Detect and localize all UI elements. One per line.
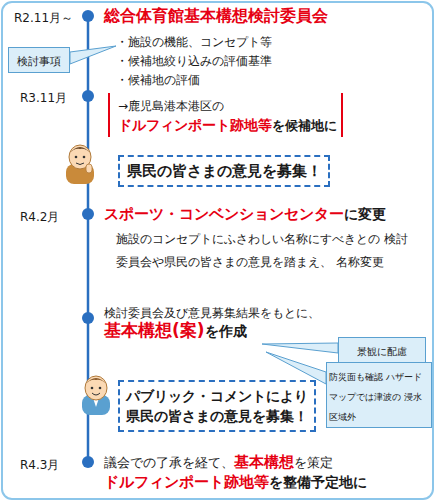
timeline-text: ・候補地絞り込みの評価基準 xyxy=(116,54,272,68)
label-line: スポーツ・コンベンションセンターに変更 xyxy=(104,204,386,224)
timeline-text: R4.2月 xyxy=(20,210,59,224)
label-line: 施設のコンセプトにふさわしい名称にすべきとの 検討委員会や県民の皆さまの意見を踏… xyxy=(116,226,416,272)
text-line: 県民の皆さまの意見を募集！ xyxy=(125,161,323,181)
timeline-text: を作成 xyxy=(205,323,247,339)
label-line: 議会での了承を経て、基本構想を策定 xyxy=(104,452,333,472)
dashed-box: 県民の皆さまの意見を募集！ xyxy=(118,155,330,187)
node-text: ドルフィンポート跡地等 xyxy=(118,117,272,133)
label-line: R2.11月～ xyxy=(14,7,73,27)
label-line: R4.2月 xyxy=(20,206,59,226)
node-text: →鹿児島港本港区の xyxy=(118,99,224,113)
text-line: 防災面も確認 ハザードマップでは津波の 浸水区域外 xyxy=(329,365,429,425)
text-line: →鹿児島港本港区の xyxy=(118,95,333,115)
label-line: ・候補地の評価 xyxy=(116,69,200,89)
timeline-text: R4.3月 xyxy=(20,458,59,472)
label-line: 基本構想(案)を作成 xyxy=(104,320,247,341)
label-line: R3.11月 xyxy=(20,87,67,107)
node-text: を候補地に xyxy=(272,118,337,133)
timeline-text: 基本構想(案) xyxy=(104,320,205,340)
timeline-text: 検討委員会及び意見募集結果をもとに、 xyxy=(104,306,320,320)
timeline-text: 施設のコンセプトにふさわしい名称にすべきとの 検討委員会や県民の皆さまの意見を踏… xyxy=(116,232,408,269)
timeline-text: を整備予定地に xyxy=(269,474,367,490)
timeline-text: スポーツ・コンベンションセンター xyxy=(104,205,344,223)
text-line: パブリック・コメントにより 県民の皆さまの意見を募集！ xyxy=(125,386,309,426)
dashed-box: パブリック・コメントにより 県民の皆さまの意見を募集！ xyxy=(118,380,316,432)
timeline-text: を策定 xyxy=(294,455,333,470)
timeline-text: ・候補地の評価 xyxy=(116,73,200,87)
person-icon xyxy=(82,376,110,415)
callout-box: 検討事項 xyxy=(8,47,70,73)
label-line: 検討委員会及び意見募集結果をもとに、 xyxy=(104,302,320,322)
label-line: R4.3月 xyxy=(20,454,59,474)
text-line: 検討事項 xyxy=(11,50,67,70)
timeline-text: R3.11月 xyxy=(20,91,67,105)
timeline-text: 議会での了承を経て、 xyxy=(104,455,234,470)
callout-pointer xyxy=(262,343,338,353)
timeline-text: R2.11月～ xyxy=(14,11,73,25)
node-text: 防災面も確認 ハザードマップでは津波の 浸水区域外 xyxy=(329,372,422,422)
callout-box: 景観に配慮 xyxy=(338,337,426,363)
timeline-text: 総合体育館基本構想検討委員会 xyxy=(104,6,328,25)
text-line: 景観に配慮 xyxy=(341,340,423,360)
label-line: ドルフィンポート跡地等を整備予定地に xyxy=(104,472,367,492)
label-line: ・施設の機能、コンセプト等 xyxy=(116,31,272,51)
text-line: ドルフィンポート跡地等を候補地に xyxy=(118,115,333,135)
timeline-text: ・施設の機能、コンセプト等 xyxy=(116,35,272,49)
node-text: 検討事項 xyxy=(17,55,61,68)
bracket-box: →鹿児島港本港区のドルフィンポート跡地等を候補地に xyxy=(108,93,343,137)
node-text: 景観に配慮 xyxy=(357,346,407,357)
callout-box: 防災面も確認 ハザードマップでは津波の 浸水区域外 xyxy=(326,362,432,428)
node-text: 県民の皆さまの意見を募集！ xyxy=(127,162,322,180)
node-text: パブリック・コメントにより 県民の皆さまの意見を募集！ xyxy=(126,388,308,424)
label-line: ・候補地絞り込みの評価基準 xyxy=(116,50,272,70)
label-line: 総合体育館基本構想検討委員会 xyxy=(104,6,328,26)
timeline-text: に変更 xyxy=(344,206,386,222)
callout-pointer xyxy=(70,46,116,64)
timeline-text: ドルフィンポート跡地等 xyxy=(104,473,269,491)
timeline-text: 基本構想 xyxy=(234,453,294,471)
person-icon xyxy=(66,145,94,184)
